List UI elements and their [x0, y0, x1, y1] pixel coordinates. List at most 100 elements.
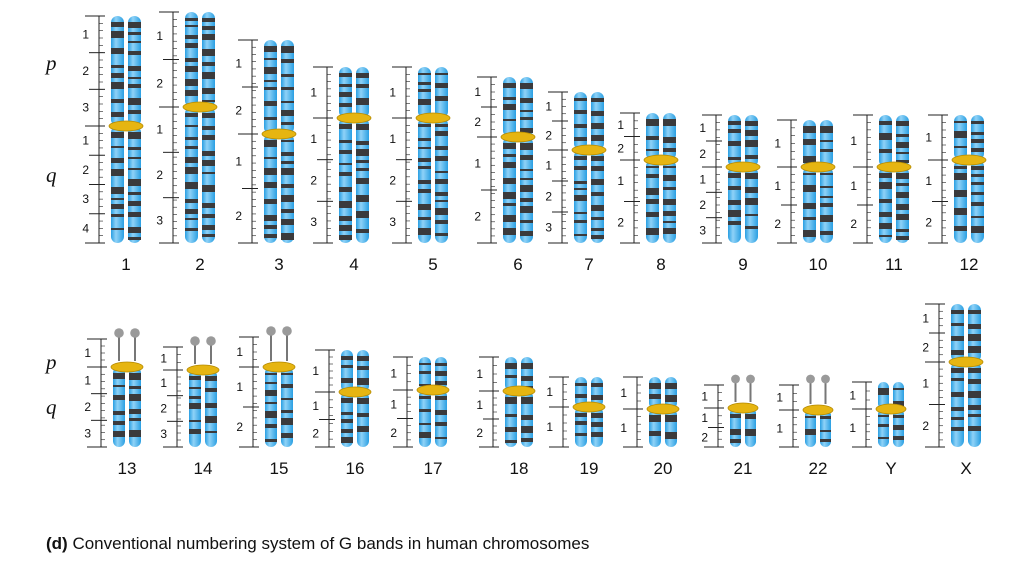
g-band	[954, 131, 967, 138]
p-arm	[356, 67, 369, 118]
g-band	[951, 392, 964, 397]
g-band	[281, 122, 294, 125]
region-number-p: 2	[545, 129, 552, 143]
g-band	[419, 363, 431, 365]
g-band	[435, 371, 447, 376]
g-band	[745, 155, 758, 159]
g-band	[435, 146, 448, 150]
g-band	[521, 376, 533, 381]
g-band	[435, 131, 448, 136]
g-band	[202, 34, 215, 40]
g-band	[663, 199, 676, 205]
region-number-p: 1	[156, 29, 163, 43]
chromosome-label: 5	[428, 255, 437, 274]
chromosome-label: 20	[654, 459, 673, 478]
g-band	[663, 166, 676, 168]
g-band	[730, 429, 741, 435]
region-number-q: 3	[156, 213, 163, 227]
g-band	[591, 156, 604, 161]
g-band	[281, 184, 294, 188]
g-band	[111, 132, 124, 138]
caption-panel-label: (d)	[46, 534, 68, 553]
g-band	[503, 203, 516, 206]
g-band	[503, 178, 516, 184]
region-number-q: 1	[235, 154, 242, 168]
region-number-q: 1	[776, 422, 783, 436]
region-number-q: 3	[84, 427, 91, 441]
g-band	[281, 161, 294, 164]
g-band	[129, 418, 141, 421]
region-number-q: 1	[310, 132, 317, 146]
g-band	[951, 310, 964, 314]
g-band	[951, 378, 964, 381]
g-band	[205, 388, 217, 392]
g-band	[202, 160, 215, 166]
g-band	[521, 426, 533, 433]
region-number-q: 1	[545, 159, 552, 173]
g-band	[896, 229, 909, 232]
q-arm	[339, 118, 352, 243]
centromere	[643, 154, 679, 166]
region-number-q: 1	[701, 411, 708, 425]
g-band	[954, 208, 967, 215]
g-band	[574, 212, 587, 214]
region-number-p: 1	[235, 57, 242, 71]
g-band	[665, 415, 677, 422]
g-band	[820, 126, 833, 133]
g-band	[646, 212, 659, 217]
g-band	[805, 429, 816, 435]
chromosome-label: 16	[346, 459, 365, 478]
g-band	[128, 227, 141, 233]
g-band	[591, 111, 604, 116]
g-band	[520, 178, 533, 180]
g-band	[574, 234, 587, 236]
q-arm	[820, 410, 831, 447]
satellite-head	[282, 326, 292, 336]
g-band	[591, 228, 604, 231]
g-band	[185, 218, 198, 220]
g-band	[663, 221, 676, 223]
arm-label-q-row-2: q	[46, 395, 57, 419]
g-band	[879, 173, 892, 178]
g-band	[820, 149, 833, 152]
region-number-q: 2	[922, 419, 929, 433]
g-band	[202, 185, 215, 192]
g-band	[663, 228, 676, 234]
g-band	[951, 368, 964, 373]
g-band	[968, 310, 981, 314]
g-band	[896, 192, 909, 198]
centromere	[415, 112, 451, 124]
g-band	[265, 411, 277, 418]
chromosome-label: 7	[584, 255, 593, 274]
region-number-p: 2	[156, 76, 163, 90]
g-band	[435, 124, 448, 127]
g-band	[591, 413, 603, 418]
g-band	[879, 199, 892, 203]
g-band	[879, 182, 892, 189]
region-number-q: 2	[236, 420, 243, 434]
g-band	[435, 208, 448, 215]
g-band	[189, 429, 201, 434]
region-number-q: 2	[390, 426, 397, 440]
g-band	[185, 58, 198, 62]
g-band	[264, 157, 277, 159]
g-band	[896, 160, 909, 163]
g-band	[730, 439, 741, 443]
g-band	[356, 73, 369, 78]
g-band	[505, 375, 517, 378]
g-band	[435, 396, 447, 400]
g-band	[805, 416, 816, 418]
g-band	[649, 415, 661, 422]
g-band	[185, 199, 198, 203]
g-band	[878, 415, 889, 417]
g-band	[113, 411, 125, 415]
region-number-q: 2	[84, 400, 91, 414]
p-arm	[879, 115, 892, 167]
g-band	[896, 173, 909, 179]
g-band	[357, 378, 369, 385]
figure-caption: (d) Conventional numbering system of G b…	[46, 534, 589, 554]
q-arm	[205, 370, 217, 447]
